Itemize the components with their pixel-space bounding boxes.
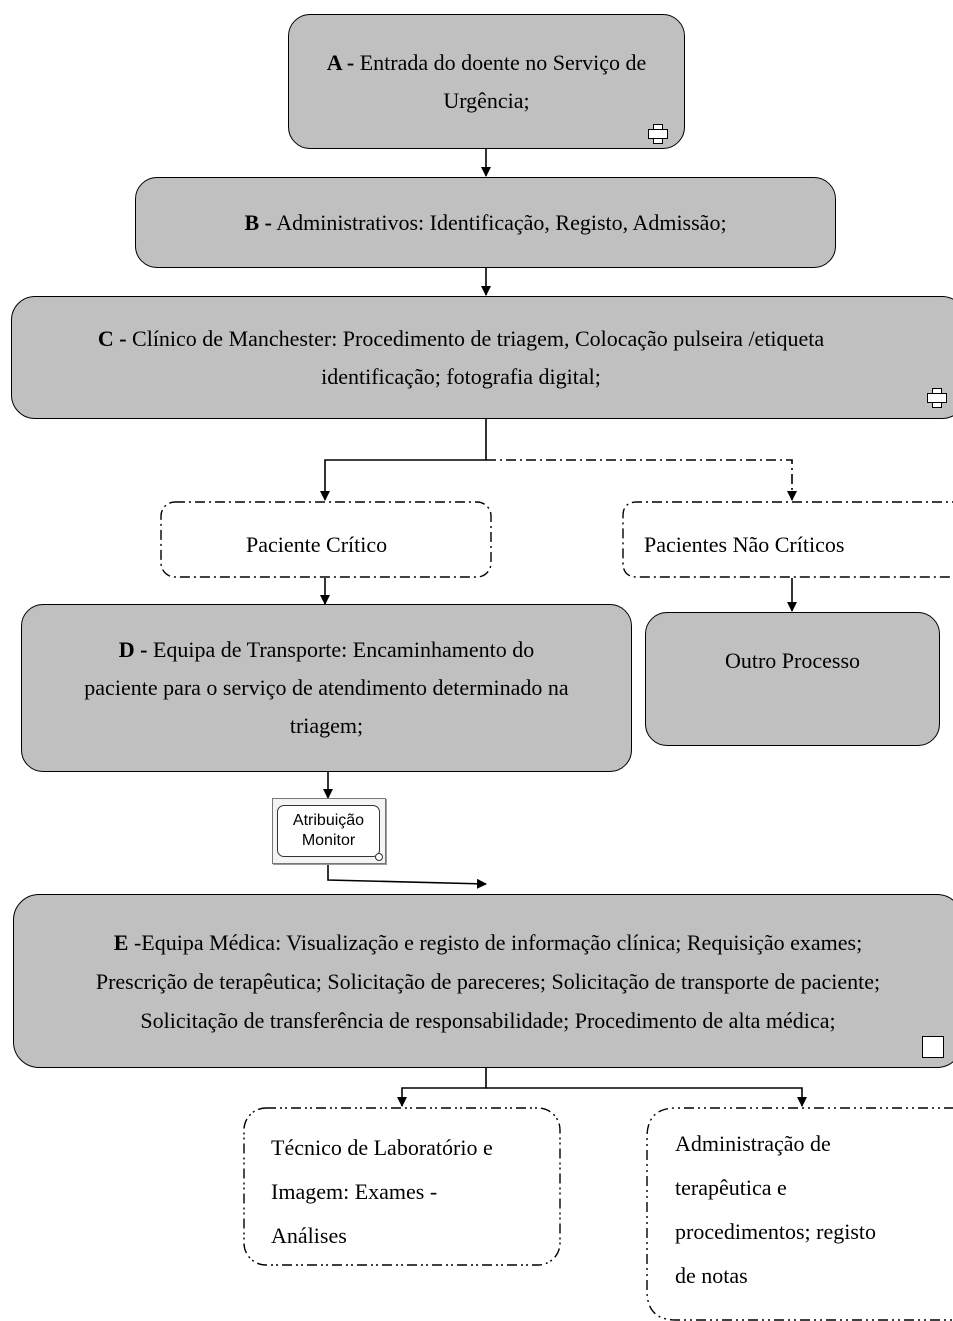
step-b-text: Administrativos: Identificação, Registo,… [276, 209, 727, 235]
non-critical-patients-text: Pacientes Não Críticos [644, 532, 845, 557]
step-e-label: E [113, 929, 129, 955]
step-d-text-line3: triagem; [289, 713, 364, 738]
critical-patient-text: Paciente Crítico [246, 532, 388, 557]
subprocess-plus-icon [927, 388, 947, 408]
circle-marker-icon [375, 853, 383, 861]
step-e-text-line1: -Equipa Médica: Visualização e registo d… [133, 929, 863, 955]
lab-technician-text: Técnico de Laboratório e Imagem: Exames … [271, 1126, 493, 1258]
lab-technician-branch[interactable]: Técnico de Laboratório e Imagem: Exames … [243, 1107, 561, 1266]
step-e-text-line3: Solicitação de transferência de responsa… [140, 1007, 836, 1033]
step-c-text-line2: identificação; fotografia digital; [321, 363, 601, 389]
non-critical-patients-branch[interactable]: Pacientes Não Críticos [622, 501, 953, 578]
step-c-label: C - [97, 325, 127, 351]
step-e-text-line2: Prescrição de terapêutica; Solicitação d… [95, 968, 881, 994]
arrow-c-to-critical [320, 419, 487, 501]
monitor-task-box: Atribuição Monitor [277, 805, 380, 857]
step-a-label: A - [326, 49, 355, 75]
monitor-task-line2: Monitor [301, 832, 356, 849]
lab-line2: Imagem: Exames - [271, 1179, 438, 1204]
lab-line1: Técnico de Laboratório e [271, 1135, 493, 1160]
step-e-box[interactable]: E -Equipa Médica: Visualização e registo… [13, 894, 953, 1068]
therapy-line2: terapêutica e [675, 1175, 787, 1200]
lab-line3: Análises [271, 1223, 347, 1248]
dashed-border [160, 501, 492, 578]
step-b-label: B - [244, 209, 272, 235]
arrow-e-to-lab [397, 1068, 487, 1107]
task-square-icon [922, 1036, 944, 1058]
step-a-box[interactable]: A - Entrada do doente no Serviço de Urgê… [288, 14, 685, 149]
other-process-box[interactable]: Outro Processo [645, 612, 940, 746]
therapy-line1: Administração de [675, 1131, 831, 1156]
monitor-task-line1: Atribuição [292, 812, 365, 829]
dashed-border [243, 1107, 561, 1266]
step-d-text-line2: paciente para o serviço de atendimento d… [84, 675, 569, 700]
arrow-c-to-noncritical [486, 459, 797, 501]
step-c-text-line1: Clínico de Manchester: Procedimento de t… [132, 325, 825, 351]
subprocess-plus-icon [648, 124, 668, 144]
step-d-label: D - [118, 637, 148, 662]
arrow-e-to-therapy [486, 1087, 807, 1107]
therapy-administration-branch[interactable]: Administração de terapêutica e procedime… [646, 1107, 953, 1321]
step-a-text: Entrada do doente no Serviço de Urgência… [359, 49, 647, 113]
step-b-box[interactable]: B - Administrativos: Identificação, Regi… [135, 177, 836, 268]
step-d-box[interactable]: D - Equipa de Transporte: Encaminhamento… [21, 604, 632, 772]
step-c-box[interactable]: C - Clínico de Manchester: Procedimento … [11, 296, 953, 419]
dotted-border [646, 1107, 953, 1321]
step-d-text-line1: Equipa de Transporte: Encaminhamento do [152, 637, 535, 662]
monitor-task-icon[interactable]: Atribuição Monitor [272, 798, 386, 864]
critical-patient-branch[interactable]: Paciente Crítico [160, 501, 492, 578]
therapy-administration-text: Administração de terapêutica e procedime… [675, 1122, 876, 1298]
dashed-border [622, 501, 953, 578]
therapy-line3: procedimentos; registo [675, 1219, 877, 1244]
arrow-monitor-to-e [327, 864, 487, 889]
other-process-text: Outro Processo [724, 648, 861, 673]
therapy-line4: de notas [675, 1263, 748, 1288]
